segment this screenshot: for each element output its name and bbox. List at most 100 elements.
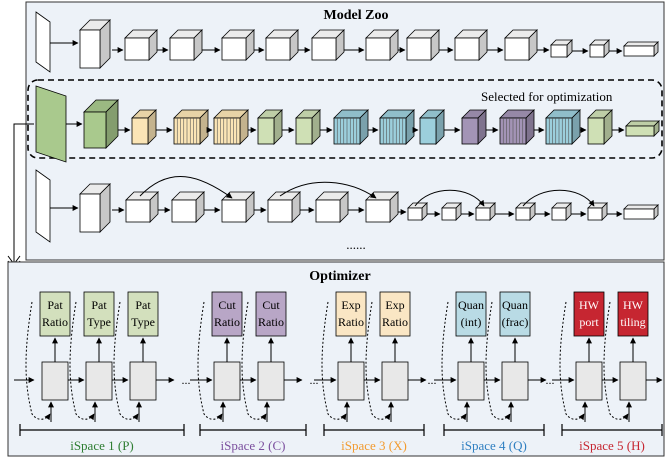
lstm-cell bbox=[213, 361, 241, 401]
model-zoo-title: Model Zoo bbox=[324, 8, 389, 23]
input-slab bbox=[35, 169, 51, 243]
output-label-text: Cut bbox=[262, 298, 280, 312]
cube-front-face bbox=[623, 208, 655, 220]
layer-block bbox=[125, 191, 159, 223]
small-layer-block bbox=[441, 202, 462, 221]
small-layer-block bbox=[589, 39, 610, 58]
cube-front-face bbox=[83, 111, 107, 149]
input-image-3 bbox=[35, 169, 51, 243]
output-label-box bbox=[83, 291, 115, 337]
lstm-cell bbox=[501, 361, 529, 401]
skip-connection-arc bbox=[522, 189, 595, 207]
output-label-text: Ratio bbox=[382, 315, 408, 329]
selected-for-optimization-label: Selected for optimization bbox=[481, 89, 613, 104]
lstm-cell bbox=[575, 361, 603, 401]
cube-front-face bbox=[407, 207, 423, 221]
model-row-3 bbox=[35, 169, 659, 243]
cube-front-face bbox=[365, 37, 391, 61]
ispace-label: iSpace 1 (P) bbox=[70, 438, 134, 453]
ispace-label: iSpace 5 (H) bbox=[579, 438, 645, 453]
cube-front-face bbox=[441, 207, 457, 221]
selected-layer-block bbox=[419, 109, 445, 145]
output-label-box bbox=[127, 291, 159, 337]
output-label-text: Ratio bbox=[42, 315, 68, 329]
input-slab bbox=[35, 85, 67, 163]
group-ellipsis: ... bbox=[182, 373, 191, 387]
selected-layer-block bbox=[173, 109, 209, 145]
feedback-dashed-arc bbox=[441, 301, 467, 421]
skip-connection-arc bbox=[279, 181, 377, 199]
cube-front-face bbox=[311, 37, 337, 61]
skip-connection-arc bbox=[139, 176, 233, 199]
cube-front-face bbox=[171, 199, 197, 223]
group-ellipsis: ... bbox=[428, 373, 437, 387]
feedback-dashed-arc bbox=[321, 301, 347, 421]
layer-block bbox=[169, 29, 203, 61]
ispace-bracket: iSpace 5 (H) bbox=[561, 424, 663, 453]
layer-block bbox=[365, 29, 399, 61]
input-image-selected bbox=[35, 85, 67, 163]
cube-front-face bbox=[623, 45, 655, 57]
cube-front-face bbox=[79, 29, 101, 69]
output-label-text: Quan bbox=[458, 298, 484, 312]
output-label-text: Exp bbox=[341, 298, 360, 312]
lstm-cell bbox=[619, 361, 647, 401]
output-label-text: Type bbox=[131, 315, 155, 329]
cube-front-face bbox=[365, 199, 391, 223]
output-label-text: Exp bbox=[385, 298, 404, 312]
layer-block bbox=[365, 191, 399, 223]
selected-layer-block bbox=[587, 109, 613, 145]
ispace-bracket: iSpace 4 (Q) bbox=[443, 424, 545, 453]
feedback-dashed-arc bbox=[69, 301, 95, 421]
cube-front-face bbox=[475, 207, 491, 221]
ispace-bracket: iSpace 1 (P) bbox=[19, 424, 185, 453]
output-label-box bbox=[335, 291, 367, 337]
layer-block bbox=[265, 29, 299, 61]
cube-front-face bbox=[267, 199, 293, 223]
output-label-text: HW bbox=[579, 298, 600, 312]
output-label-box bbox=[499, 291, 531, 337]
cube-front-face bbox=[589, 44, 605, 58]
output-label-box bbox=[573, 291, 605, 337]
output-label-text: Type bbox=[87, 315, 111, 329]
feedback-dashed-arc bbox=[25, 301, 51, 421]
feedback-dashed-arc bbox=[485, 301, 511, 421]
input-slab bbox=[35, 11, 51, 73]
small-layer-block bbox=[551, 202, 572, 221]
cube-front-face bbox=[169, 37, 195, 61]
ispace-bracket: iSpace 2 (C) bbox=[199, 424, 307, 453]
cube-front-face bbox=[461, 117, 479, 145]
cube-front-face bbox=[504, 37, 530, 61]
cube-front-face bbox=[315, 199, 341, 223]
selected-layer-block bbox=[545, 109, 581, 145]
output-label-text: (frac) bbox=[502, 315, 529, 329]
output-label-box bbox=[617, 291, 649, 337]
output-label-text: Ratio bbox=[338, 315, 364, 329]
output-label-text: tiling bbox=[620, 315, 645, 329]
output-block bbox=[623, 41, 659, 57]
cube-front-face bbox=[124, 37, 150, 61]
selected-layer-block bbox=[295, 109, 321, 145]
cube-front-face bbox=[257, 117, 275, 145]
selected-layer-block bbox=[257, 109, 283, 145]
cube-front-face bbox=[625, 125, 655, 137]
optimizer-panel bbox=[7, 261, 665, 457]
group-ellipsis: ... bbox=[546, 373, 555, 387]
model-zoo-ellipsis: ...... bbox=[346, 237, 366, 252]
selected-layer-block bbox=[499, 109, 535, 145]
output-label-box bbox=[455, 291, 487, 337]
ispace-label: iSpace 2 (C) bbox=[221, 438, 286, 453]
output-label-box bbox=[255, 291, 287, 337]
output-label-text: (int) bbox=[461, 315, 482, 329]
cube-front-face bbox=[550, 44, 568, 58]
cube-front-face bbox=[587, 207, 603, 221]
small-layer-block bbox=[550, 39, 573, 58]
output-label-text: Ratio bbox=[214, 315, 240, 329]
model-row-1 bbox=[35, 11, 659, 73]
selected-layer-block bbox=[213, 109, 249, 145]
